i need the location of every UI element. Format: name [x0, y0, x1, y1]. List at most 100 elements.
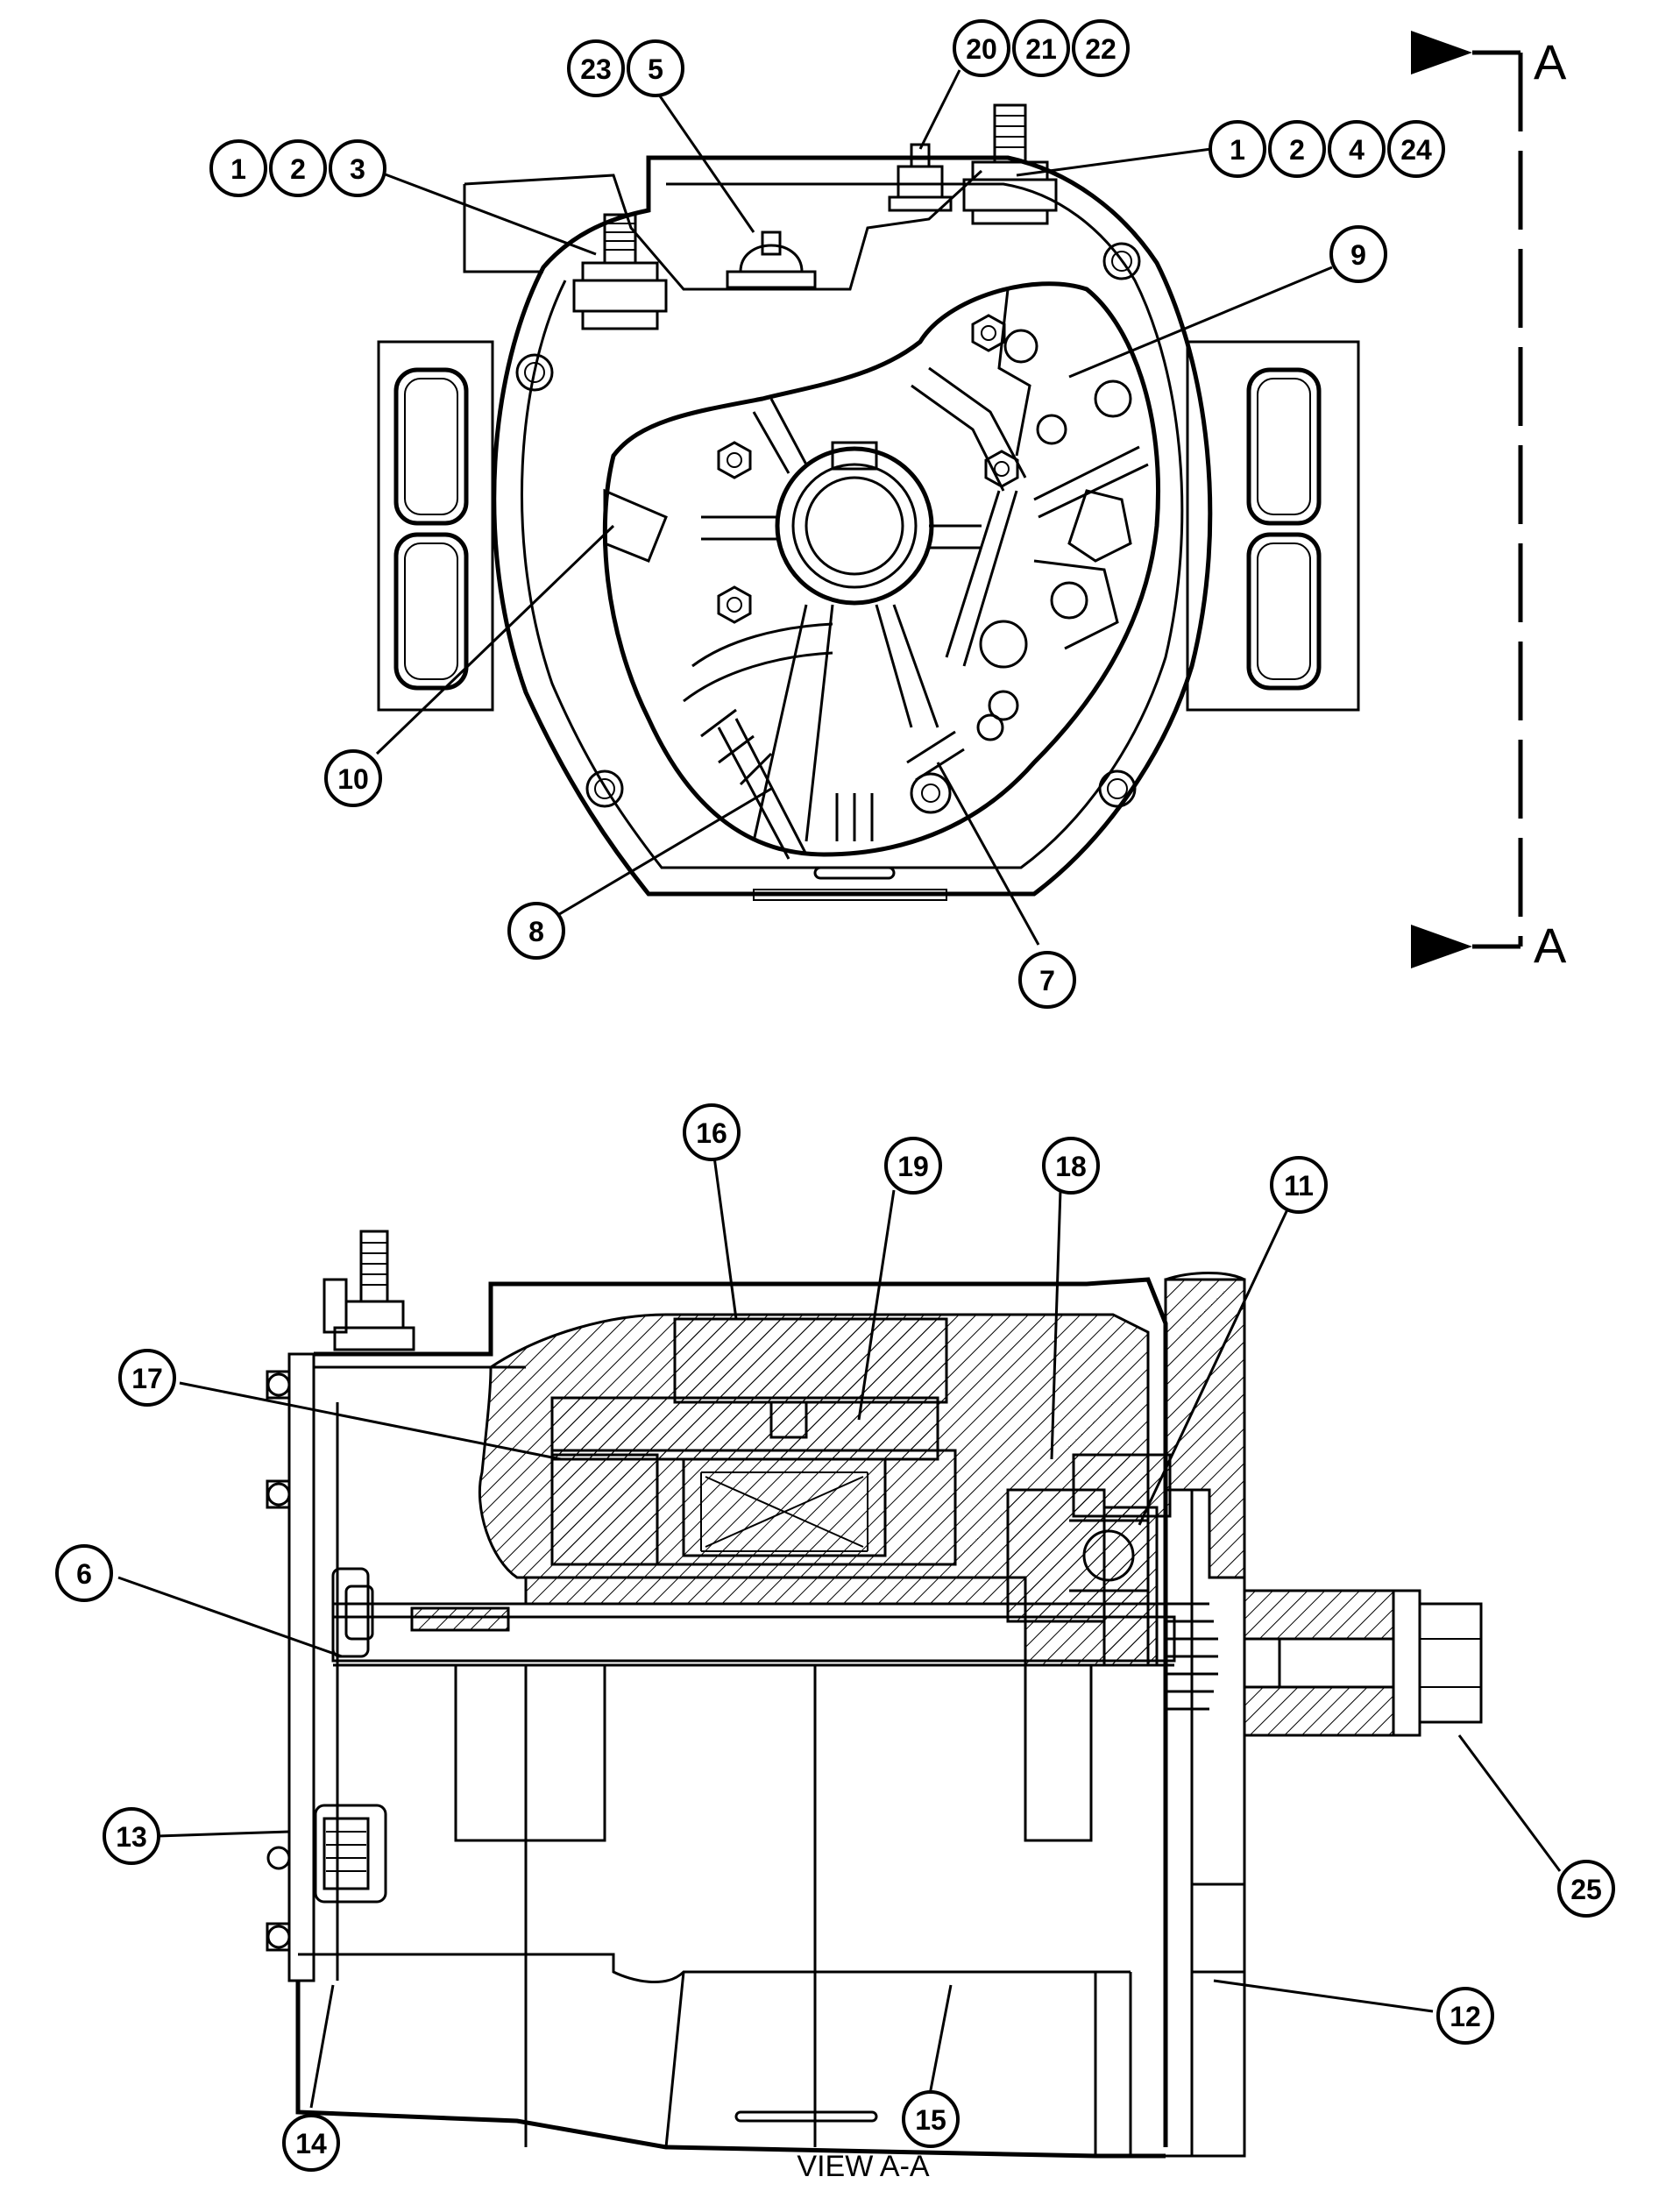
callout-balloon-b-19: 19: [884, 1137, 942, 1195]
front-view: A A: [377, 31, 1567, 973]
balloon-circle: [567, 39, 625, 97]
balloon-label: 14: [295, 2128, 327, 2159]
balloon-circle: [1436, 1987, 1494, 2045]
balloon-circle: [1042, 1137, 1100, 1195]
right-mount-plate: [1186, 340, 1360, 712]
balloon-circle: [324, 749, 382, 807]
balloon-label: 24: [1400, 134, 1432, 166]
balloon-circle: [507, 902, 565, 960]
callout-balloon-b-2b: 2: [1268, 120, 1326, 178]
callout-balloon-b-24: 24: [1387, 120, 1445, 178]
balloon-label: 7: [1039, 965, 1055, 996]
balloon-label: 11: [1284, 1170, 1314, 1202]
balloon-label: 19: [897, 1151, 929, 1182]
balloon-circle: [884, 1137, 942, 1195]
terminal-stud-left: [572, 213, 668, 330]
callout-balloon-b-20: 20: [953, 19, 1010, 77]
callout-balloon-b-5: 5: [627, 39, 684, 97]
balloon-circle: [103, 1807, 160, 1865]
callout-balloon-b-12: 12: [1436, 1987, 1494, 2045]
balloon-label: 23: [580, 53, 612, 85]
callout-balloon-b-1b: 1: [1209, 120, 1266, 178]
balloon-label: 4: [1349, 134, 1365, 166]
balloon-label: 18: [1055, 1151, 1087, 1182]
balloon-circle: [1072, 19, 1130, 77]
balloon-circle: [1270, 1156, 1328, 1214]
balloon-circle: [902, 2090, 960, 2148]
balloon-label: 15: [915, 2104, 946, 2136]
balloon-label: 10: [337, 763, 369, 795]
callout-balloon-b-22: 22: [1072, 19, 1130, 77]
callout-balloon-b-14: 14: [282, 2114, 340, 2172]
callout-balloon-b-10: 10: [324, 749, 382, 807]
cutaway-window: [602, 281, 1161, 857]
callout-balloon-b-9: 9: [1329, 225, 1387, 283]
balloon-label: 12: [1450, 2001, 1481, 2032]
section-mark-top: A: [1534, 34, 1567, 89]
balloon-label: 22: [1085, 33, 1116, 65]
balloon-label: 25: [1570, 1874, 1602, 1905]
balloon-label: 20: [966, 33, 997, 65]
callout-balloon-b-16: 16: [683, 1103, 741, 1161]
callout-balloon-b-3: 3: [329, 139, 386, 197]
balloon-circle: [1268, 120, 1326, 178]
balloon-circle: [1387, 120, 1445, 178]
balloon-label: 21: [1025, 33, 1057, 65]
balloon-circle: [1328, 120, 1386, 178]
terminal-stud-20: [888, 143, 953, 212]
balloon-circle: [1018, 951, 1076, 1009]
balloon-circle: [209, 139, 267, 197]
balloon-label: 9: [1350, 239, 1366, 271]
leader-lines: [117, 69, 1562, 2109]
balloon-label: 2: [290, 153, 306, 185]
balloon-label: 2: [1289, 134, 1305, 166]
balloon-circle: [118, 1349, 176, 1407]
balloon-circle: [55, 1544, 113, 1602]
callout-balloon-b-17: 17: [118, 1349, 176, 1407]
balloon-label: 17: [131, 1363, 163, 1394]
section-mark-bottom: A: [1534, 918, 1567, 973]
balloon-label: 1: [1230, 134, 1245, 166]
callout-balloon-b-6: 6: [55, 1544, 113, 1602]
balloon-circle: [683, 1103, 741, 1161]
callout-balloon-b-15: 15: [902, 2090, 960, 2148]
callout-balloon-b-21: 21: [1012, 19, 1070, 77]
end-plate: [287, 1352, 315, 1982]
balloon-label: 6: [76, 1558, 92, 1590]
balloon-label: 1: [230, 153, 246, 185]
balloon-label: 5: [648, 53, 663, 85]
callout-balloon-b-4: 4: [1328, 120, 1386, 178]
balloon-circle: [1209, 120, 1266, 178]
balloon-circle: [329, 139, 386, 197]
section-line: A A: [1411, 31, 1567, 973]
terminal-stud-right: [962, 103, 1058, 225]
callout-balloon-b-23: 23: [567, 39, 625, 97]
balloon-circle: [1557, 1860, 1615, 1918]
callout-balloon-b-11: 11: [1270, 1156, 1328, 1214]
balloon-label: 3: [350, 153, 365, 185]
balloon-label: 8: [528, 916, 544, 947]
balloon-circle: [1012, 19, 1070, 77]
callout-balloon-b-1a: 1: [209, 139, 267, 197]
balloon-label: 13: [116, 1821, 147, 1853]
callout-balloon-b-25: 25: [1557, 1860, 1615, 1918]
shaft-center: [775, 446, 934, 606]
balloon-label: 16: [696, 1117, 727, 1149]
balloon-circle: [282, 2114, 340, 2172]
callout-balloon-b-7: 7: [1018, 951, 1076, 1009]
terminal-stud-5: [726, 230, 817, 289]
callout-balloon-b-13: 13: [103, 1807, 160, 1865]
balloon-circle: [953, 19, 1010, 77]
view-label: VIEW A-A: [797, 2150, 929, 2183]
callout-balloon-b-2a: 2: [269, 139, 327, 197]
balloon-circle: [1329, 225, 1387, 283]
balloon-circle: [269, 139, 327, 197]
callout-balloon-b-8: 8: [507, 902, 565, 960]
housing-bolts: [515, 242, 1141, 808]
section-view: [266, 1230, 1483, 2159]
balloon-circle: [627, 39, 684, 97]
callout-balloon-b-18: 18: [1042, 1137, 1100, 1195]
